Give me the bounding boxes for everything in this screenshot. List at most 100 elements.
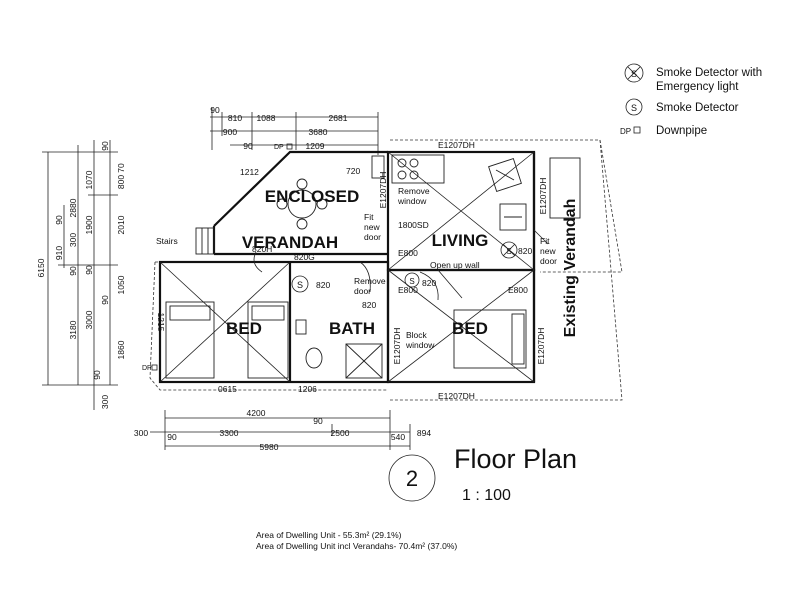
code-1206: 1206	[298, 384, 317, 394]
dim-left-1050: 1050	[116, 275, 126, 294]
note-remove-door-1: Remove	[354, 276, 386, 286]
dim-bottom-90: 90	[313, 416, 323, 426]
note-block-window-2: window	[405, 340, 435, 350]
dim-top-3680: 3680	[309, 127, 328, 137]
dim-left-1860: 1860	[116, 340, 126, 359]
downpipe-symbol	[633, 126, 641, 134]
smoke-detector-emergency-living: S	[500, 241, 518, 259]
dim-top-900: 900	[223, 127, 237, 137]
drawing-number-circle	[388, 454, 436, 502]
dim-left-90: 90	[54, 215, 64, 225]
legend: S Smoke Detector with Emergency light S …	[620, 63, 762, 137]
bath-fixtures	[295, 319, 383, 379]
dim-bottom-4200: 4200	[247, 408, 266, 418]
dim-left-70: 70	[116, 163, 126, 173]
dim-left-2880: 2880	[68, 198, 78, 217]
note-remove-window-2: window	[397, 196, 427, 206]
smoke-detector-emergency-symbol: S	[624, 63, 644, 83]
dim-top-810: 810	[228, 113, 242, 123]
title-block: 2 Floor Plan 1 : 100	[388, 444, 577, 504]
note-fit-new-door-right-1: Fit	[540, 236, 550, 246]
room-label-bed-1: BED	[226, 319, 262, 338]
dim-bottom-3300: 3300	[220, 428, 239, 438]
room-label-bath: BATH	[329, 319, 375, 338]
code-e800-mid: E800	[398, 285, 418, 295]
dim-bottom-540: 540	[391, 432, 405, 442]
bed-1-single	[165, 301, 215, 379]
code-820-bath: 820	[362, 300, 376, 310]
code-720: 720	[346, 166, 360, 176]
bottom-dimensions	[150, 410, 411, 450]
code-0615: 0615	[218, 384, 237, 394]
room-label-bed-2: BED	[452, 319, 488, 338]
note-block-window-1: Block	[406, 330, 428, 340]
note-fit-new-door-left-3: door	[364, 232, 381, 242]
code-e1207dh-bottom: E1207DH	[438, 391, 475, 401]
note-open-up-wall: Open up wall	[430, 260, 480, 270]
dim-top-90: 90	[210, 105, 220, 115]
dim-top-1209: 1209	[306, 141, 325, 151]
code-e1207dh-bath: E1207DH	[392, 328, 402, 365]
drawing-scale: 1 : 100	[462, 487, 511, 504]
drawing-title: Floor Plan	[454, 444, 577, 474]
legend-smoke-emergency-line1: Smoke Detector with	[656, 67, 762, 79]
code-e1207dh-living-right: E1207DH	[538, 178, 548, 215]
area-dwelling-incl-verandahs: Area of Dwelling Unit incl Verandahs- 70…	[256, 541, 457, 551]
area-dwelling: Area of Dwelling Unit - 55.3m² (29.1%)	[256, 530, 402, 540]
dim-left-90f: 90	[100, 295, 110, 305]
code-1800sd: 1800SD	[398, 220, 429, 230]
living-chair-2	[499, 203, 527, 231]
dim-top-90b: 90	[243, 141, 253, 151]
dim-bottom-300: 300	[134, 428, 148, 438]
legend-downpipe-code: DP	[620, 127, 631, 136]
dim-left-90b: 90	[68, 266, 78, 276]
downpipe-symbol-top	[286, 143, 293, 150]
living-sofa	[549, 157, 581, 219]
code-820-living: 820	[518, 246, 532, 256]
smoke-detector-hall: S	[291, 275, 309, 293]
code-820-hall: 820	[316, 280, 330, 290]
door-swings	[253, 229, 549, 301]
dim-bottom-894: 894	[417, 428, 431, 438]
dim-left-6150: 6150	[36, 258, 46, 277]
legend-smoke-emergency-line2: Emergency light	[656, 81, 739, 93]
dim-left-2010: 2010	[116, 215, 126, 234]
plan-symbol-letter: S	[409, 277, 414, 286]
dim-left-910: 910	[54, 246, 64, 260]
dim-top-2681: 2681	[329, 113, 348, 123]
dim-left-300: 300	[68, 233, 78, 247]
kitchen-bench	[371, 154, 445, 184]
code-e1207dh-bed2-right: E1207DH	[536, 328, 546, 365]
dim-left-1900: 1900	[84, 215, 94, 234]
room-label-verandah: VERANDAH	[242, 233, 338, 252]
code-e1207dh-kitchen: E1207DH	[378, 172, 388, 209]
legend-downpipe: Downpipe	[656, 125, 707, 137]
bed-1-single-b	[247, 301, 289, 379]
smoke-detector-bed2: S	[404, 272, 420, 288]
plan-symbol-letter: S	[297, 280, 303, 290]
dim-top-1088: 1088	[257, 113, 276, 123]
code-820g: 820G	[294, 252, 315, 262]
plan-downpipe-label: DP	[142, 365, 152, 372]
walls	[158, 150, 536, 384]
note-fit-new-door-right-3: door	[540, 256, 557, 266]
code-1212: 1212	[240, 167, 259, 177]
dim-left-90d: 90	[92, 370, 102, 380]
legend-symbol-letter: S	[631, 69, 637, 79]
note-remove-window-1: Remove	[398, 186, 430, 196]
code-820h: 820H	[252, 244, 272, 254]
note-fit-new-door-right-2: new	[540, 246, 556, 256]
dim-left-1070: 1070	[84, 170, 94, 189]
room-label-enclosed: ENCLOSED	[265, 187, 359, 206]
dining-table	[276, 178, 328, 230]
dim-bottom-5980: 5980	[260, 442, 279, 452]
dim-bottom-2500: 2500	[331, 428, 350, 438]
dim-bottom-90b: 90	[167, 432, 177, 442]
dim-left-3000: 3000	[84, 310, 94, 329]
top-downpipe-label: DP	[274, 144, 284, 151]
drawing-number: 2	[406, 466, 418, 491]
note-remove-door-2: door	[354, 286, 371, 296]
note-fit-new-door-left-1: Fit	[364, 212, 374, 222]
dim-left-3180: 3180	[68, 320, 78, 339]
